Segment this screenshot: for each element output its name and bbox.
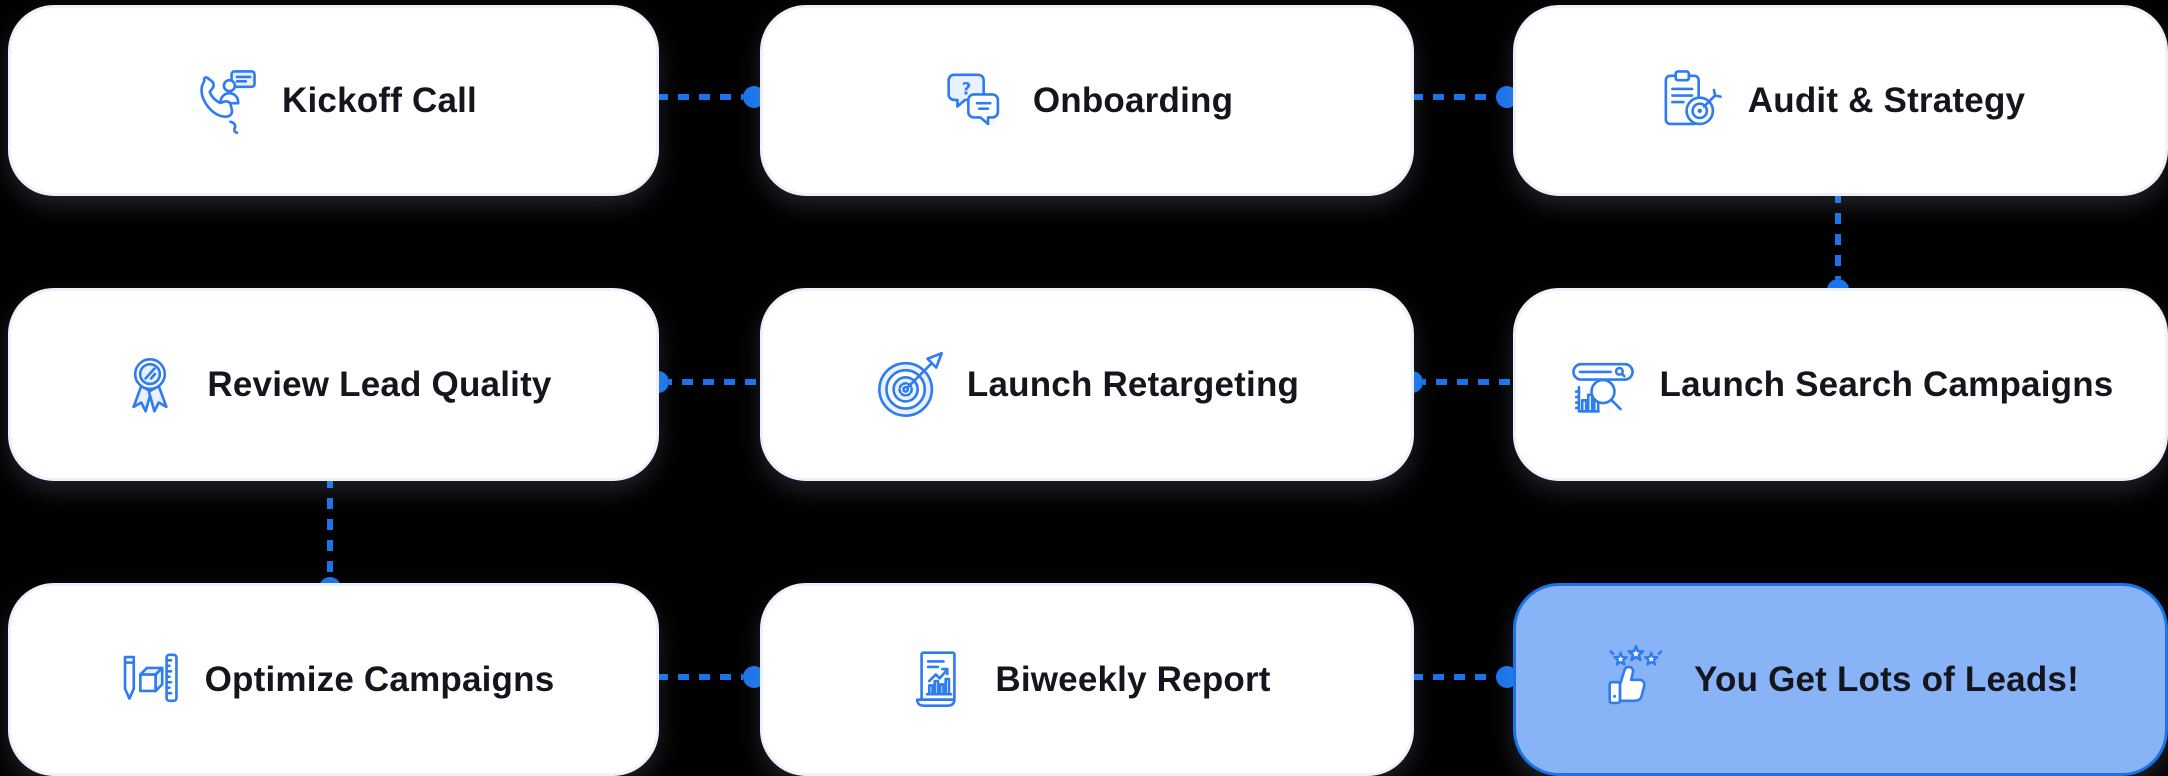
flow-arrival-dot	[743, 86, 765, 108]
phone-call-icon	[190, 66, 260, 136]
step-content: Launch Search Campaigns	[1568, 350, 2114, 420]
step-label: Onboarding	[1032, 80, 1234, 120]
flow-arrival-dot	[1496, 666, 1518, 688]
award-medal-icon	[115, 350, 185, 420]
step-launch-retargeting: Launch Retargeting	[760, 288, 1414, 481]
chat-bubbles-icon: ?	[941, 66, 1011, 136]
step-content: Optimize Campaigns	[113, 645, 555, 715]
step-label: Optimize Campaigns	[204, 659, 555, 699]
step-content: You Get Lots of Leads!	[1602, 644, 2079, 715]
report-chart-icon	[903, 645, 973, 715]
step-onboarding: ? Onboarding	[760, 5, 1414, 196]
step-you-get-lots-of-leads: You Get Lots of Leads!	[1513, 583, 2168, 776]
step-optimize-campaigns: Optimize Campaigns	[8, 583, 659, 776]
step-label: You Get Lots of Leads!	[1694, 659, 2079, 699]
svg-text:?: ?	[962, 79, 972, 98]
step-content: Launch Retargeting	[875, 350, 1299, 420]
search-analytics-icon	[1568, 350, 1638, 420]
flow-arrival-dot	[743, 666, 765, 688]
step-label: Audit & Strategy	[1747, 80, 2026, 120]
step-kickoff-call: Kickoff Call	[8, 5, 659, 196]
step-launch-search-campaigns: Launch Search Campaigns	[1513, 288, 2168, 481]
thumbs-up-stars-icon	[1602, 644, 1672, 715]
step-label: Kickoff Call	[282, 80, 477, 120]
step-content: ? Onboarding	[941, 66, 1233, 136]
step-label: Review Lead Quality	[207, 364, 552, 404]
step-biweekly-report: Biweekly Report	[760, 583, 1414, 776]
target-arrow-icon	[875, 350, 945, 420]
step-content: Audit & Strategy	[1656, 66, 2025, 136]
step-review-lead-quality: Review Lead Quality	[8, 288, 659, 481]
step-content: Kickoff Call	[190, 66, 477, 136]
step-content: Biweekly Report	[903, 645, 1270, 715]
step-label: Launch Search Campaigns	[1659, 364, 2114, 404]
design-tools-icon	[113, 645, 183, 715]
step-label: Launch Retargeting	[966, 364, 1300, 404]
step-audit-strategy: Audit & Strategy	[1513, 5, 2168, 196]
flow-arrival-dot	[1496, 86, 1518, 108]
step-label: Biweekly Report	[995, 659, 1271, 699]
step-content: Review Lead Quality	[115, 350, 551, 420]
clipboard-target-icon	[1656, 66, 1726, 136]
